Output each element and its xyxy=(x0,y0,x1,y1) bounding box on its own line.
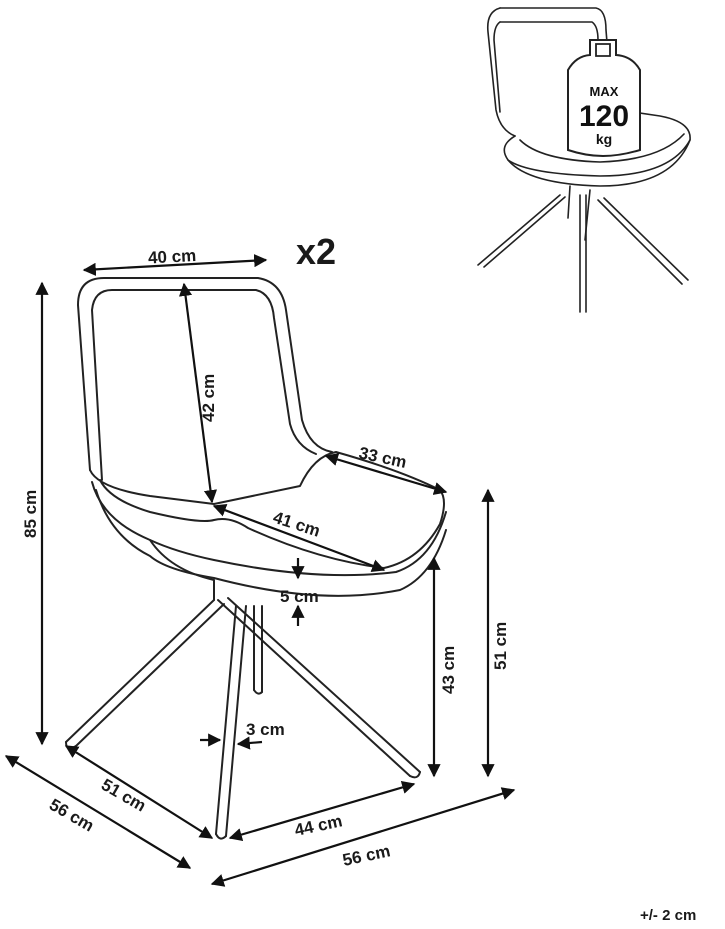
tolerance-label: +/- 2 cm xyxy=(640,907,696,924)
label-base-right-outer: 56 cm xyxy=(341,841,392,870)
dimension-labels: 40 cm 42 cm 33 cm 41 cm 5 cm 85 cm 43 cm… xyxy=(21,231,696,924)
label-seat-thickness: 5 cm xyxy=(280,587,319,606)
label-base-left-outer: 56 cm xyxy=(46,795,97,836)
label-arm-height: 51 cm xyxy=(491,622,510,670)
label-leg-thickness: 3 cm xyxy=(246,720,285,739)
max-weight-unit: kg xyxy=(596,131,612,147)
max-label: MAX xyxy=(590,84,619,99)
dimension-lines xyxy=(4,254,516,887)
label-seat-height: 43 cm xyxy=(439,646,458,694)
max-load-badge: MAX 120 kg xyxy=(567,39,641,158)
label-back-height: 42 cm xyxy=(199,374,218,422)
label-total-height: 85 cm xyxy=(21,490,40,538)
quantity-label: x2 xyxy=(296,231,336,272)
label-base-right-inner: 44 cm xyxy=(293,811,344,840)
main-chair-illustration xyxy=(65,277,447,840)
small-chair-illustration xyxy=(477,7,691,313)
label-back-width: 40 cm xyxy=(148,246,197,267)
label-seat-width: 41 cm xyxy=(271,508,323,541)
max-weight-value: 120 xyxy=(579,100,629,133)
